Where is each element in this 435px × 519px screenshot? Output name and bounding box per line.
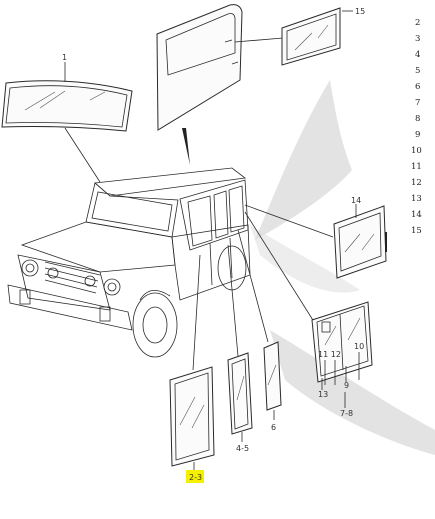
index-6: 6 [415, 82, 420, 92]
index-12: 12 [411, 178, 422, 188]
leader-lines [192, 204, 334, 371]
part-sliding-window-assembly[interactable] [311, 301, 373, 383]
callout-14: 14 [351, 196, 361, 205]
index-7: 7 [415, 98, 420, 108]
callout-7-8: 7-8 [340, 409, 353, 418]
index-5: 5 [415, 66, 420, 76]
index-4: 4 [415, 50, 420, 60]
callout-1: 1 [62, 53, 67, 62]
part-2-3-glass[interactable] [169, 366, 215, 467]
callout-15: 15 [355, 7, 365, 16]
part-6-glass[interactable] [263, 341, 282, 411]
vehicle-body [7, 167, 251, 358]
index-column: 2 3 4 5 6 7 8 9 10 11 12 13 14 15 [411, 18, 422, 236]
callout-9: 9 [344, 381, 349, 390]
callout-10: 10 [354, 342, 364, 351]
index-10: 10 [411, 146, 422, 156]
part-1-windscreen[interactable] [1, 80, 133, 132]
callout-11-12: 11 12 [318, 350, 341, 359]
part-rear-door[interactable] [156, 4, 243, 131]
part-4-5-glass[interactable] [227, 352, 253, 435]
callout-2-3: 2-3 [189, 473, 202, 482]
index-8: 8 [415, 114, 420, 124]
callout-4-5: 4-5 [236, 444, 249, 453]
callout-13: 13 [318, 390, 328, 399]
door-pointer [182, 128, 190, 165]
index-9: 9 [415, 130, 420, 140]
highlight-2-3 [186, 470, 204, 483]
index-13: 13 [411, 194, 422, 204]
part-14-glass[interactable] [333, 205, 387, 279]
part-15-glass[interactable] [281, 7, 341, 66]
index-15: 15 [411, 226, 422, 236]
index-3: 3 [415, 34, 420, 44]
index-14: 14 [411, 210, 422, 220]
index-11: 11 [411, 162, 422, 172]
leader-door-15 [234, 37, 284, 43]
leader-1-vehicle [64, 127, 101, 183]
callout-6: 6 [271, 423, 276, 432]
watermark [250, 80, 435, 455]
index-2: 2 [415, 18, 420, 28]
